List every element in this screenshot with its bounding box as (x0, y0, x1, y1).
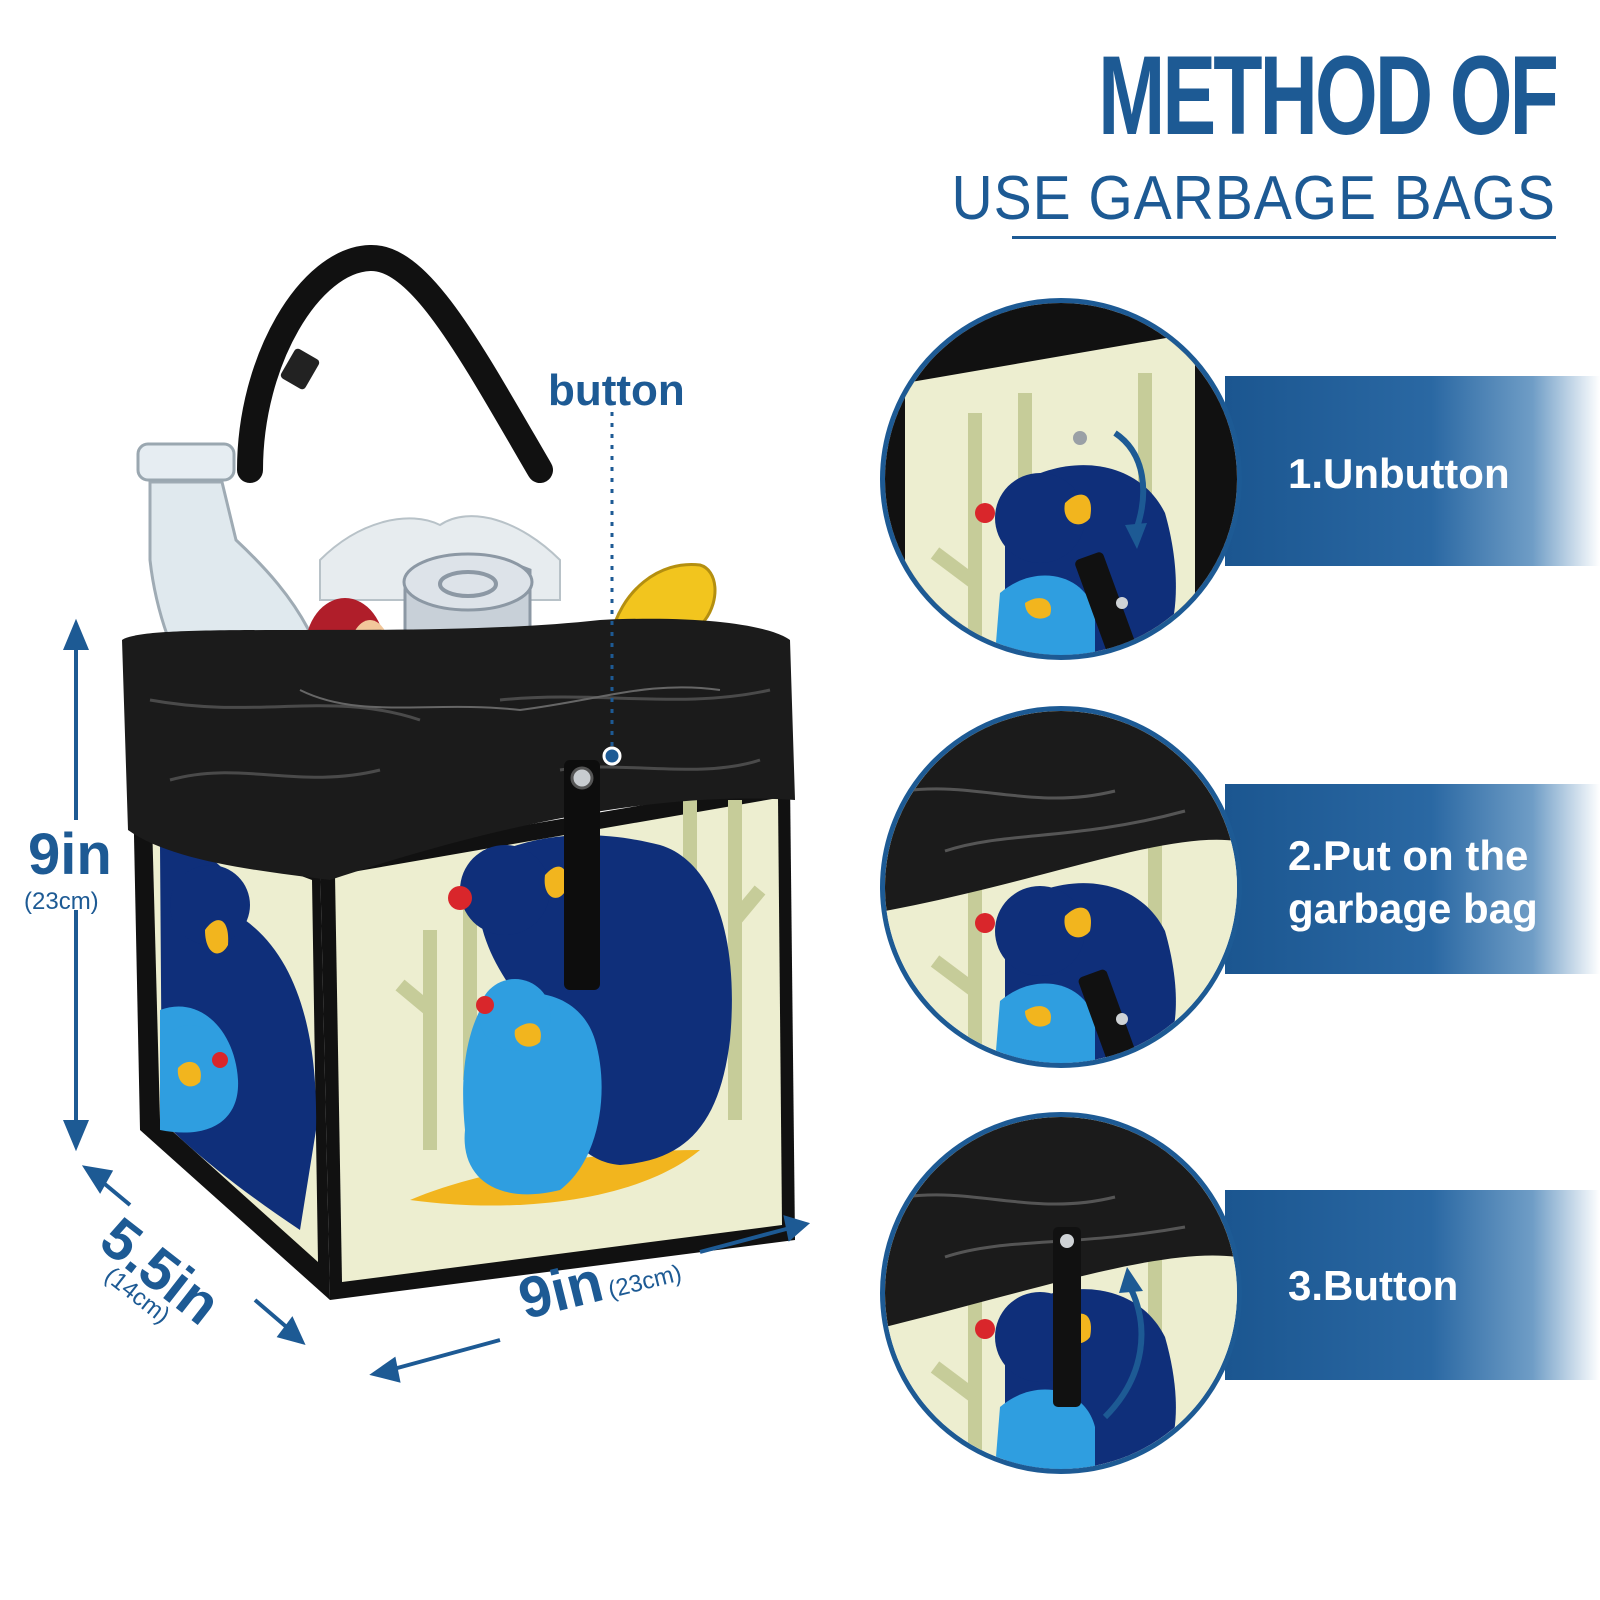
step-2-label: 2.Put on the garbage bag (1288, 830, 1538, 935)
step-1-label: 1.Unbutton (1288, 448, 1510, 501)
step-3-band (1225, 1190, 1600, 1380)
product-illustration (63, 245, 811, 1383)
step-2-image (880, 706, 1242, 1068)
heading-subtitle: USE GARBAGE BAGS (951, 164, 1556, 233)
height-dimension-label: 9in (28, 822, 112, 887)
trash-bag-rim (122, 618, 795, 880)
step-3-label: 3.Button (1288, 1260, 1458, 1313)
step-2-band (1225, 784, 1600, 974)
bear-large-icon (477, 835, 732, 1165)
heading-title: METHOD OF (1098, 33, 1559, 158)
closure-strap (564, 760, 600, 990)
step-2-line-2: garbage bag (1288, 884, 1538, 932)
step-1-band (1225, 376, 1600, 566)
step-2-line-1: 2.Put on the (1288, 832, 1529, 879)
dimension-arrows (63, 618, 811, 1383)
step-1-line-1: 1.Unbutton (1288, 450, 1510, 497)
height-dimension-metric: (23cm) (24, 888, 99, 915)
button-callout-label: button (548, 366, 685, 415)
heading-underline (1012, 236, 1556, 239)
step-3-image (880, 1112, 1242, 1474)
shoulder-strap (237, 245, 553, 483)
snap-button-icon (570, 766, 594, 790)
strap-buckle (280, 348, 320, 390)
step-3-line-1: 3.Button (1288, 1262, 1459, 1309)
step-1-image (880, 298, 1242, 660)
